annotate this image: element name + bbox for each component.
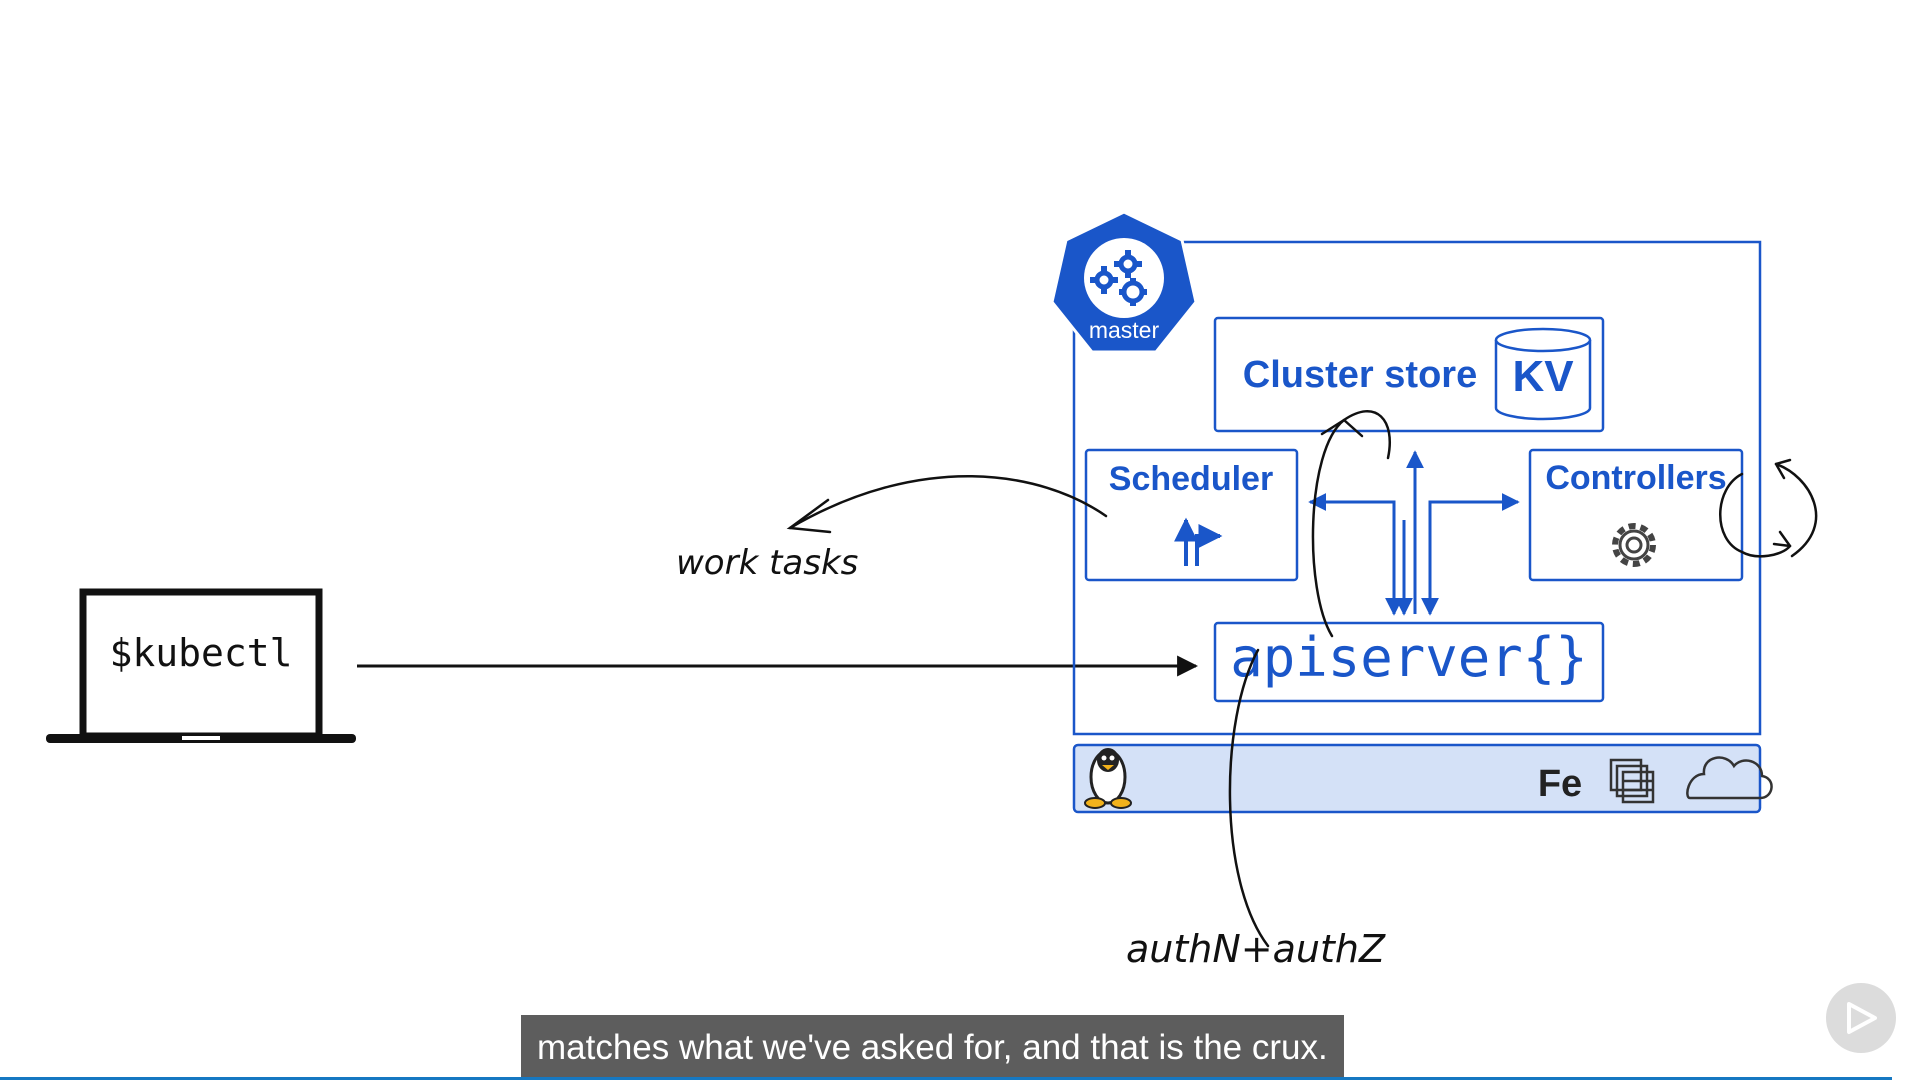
loop-right-arc bbox=[1774, 462, 1818, 558]
scheduler-arrows-icon bbox=[1174, 517, 1223, 566]
gear-icon bbox=[1612, 523, 1656, 567]
loop-left-arc bbox=[1719, 472, 1792, 558]
handwritten-annotations bbox=[786, 410, 1818, 948]
master-node-outline bbox=[1072, 240, 1762, 736]
master-badge-label: master bbox=[1089, 317, 1160, 343]
linux-tux-icon bbox=[1084, 748, 1132, 809]
master-badge-circle bbox=[1084, 238, 1164, 318]
loop-arrowhead-upper bbox=[1774, 458, 1792, 480]
play-icon bbox=[1847, 1002, 1877, 1034]
store-curve-arrowhead bbox=[1320, 418, 1364, 438]
subtitle-caption: matches what we've asked for, and that i… bbox=[521, 1015, 1344, 1080]
platform-bar-background bbox=[1072, 743, 1762, 814]
apiserver-box: apiserver{} bbox=[1213, 621, 1605, 703]
scheduler-label: Scheduler bbox=[1109, 460, 1273, 498]
loop-arrowhead-lower bbox=[1772, 530, 1792, 548]
internal-connectors bbox=[1308, 450, 1520, 616]
kubectl-command: $kubectl bbox=[109, 631, 292, 675]
stacked-squares-icon bbox=[1609, 758, 1655, 804]
work-tasks-arrowhead bbox=[786, 498, 832, 534]
platform-bar: Fe bbox=[1072, 743, 1773, 814]
laptop-notch bbox=[182, 736, 220, 740]
auth-annotation: authN+authZ bbox=[1126, 927, 1386, 971]
controllers-label: Controllers bbox=[1545, 459, 1726, 497]
video-progress-bar[interactable] bbox=[0, 1077, 1892, 1080]
cluster-store-box: Cluster store KV bbox=[1213, 316, 1605, 433]
kv-database-icon: KV bbox=[1494, 327, 1592, 421]
controllers-box: Controllers bbox=[1528, 448, 1744, 582]
scheduler-box: Scheduler bbox=[1084, 448, 1299, 582]
apiserver-label: apiserver{} bbox=[1230, 626, 1588, 689]
play-button[interactable] bbox=[1826, 983, 1896, 1053]
work-tasks-arrow bbox=[788, 475, 1108, 530]
api-scheduler-arrow bbox=[1308, 493, 1403, 616]
work-tasks-annotation: work tasks bbox=[676, 543, 858, 583]
master-badge: master bbox=[1050, 210, 1198, 354]
kv-label: KV bbox=[1512, 352, 1574, 401]
api-controllers-arrow bbox=[1421, 493, 1520, 616]
laptop: $kubectl bbox=[46, 588, 356, 743]
store-curve bbox=[1311, 410, 1391, 638]
fe-label: Fe bbox=[1538, 763, 1582, 805]
cluster-store-label: Cluster store bbox=[1243, 354, 1477, 396]
auth-curve bbox=[1228, 648, 1270, 948]
cloud-icon bbox=[1686, 756, 1773, 800]
